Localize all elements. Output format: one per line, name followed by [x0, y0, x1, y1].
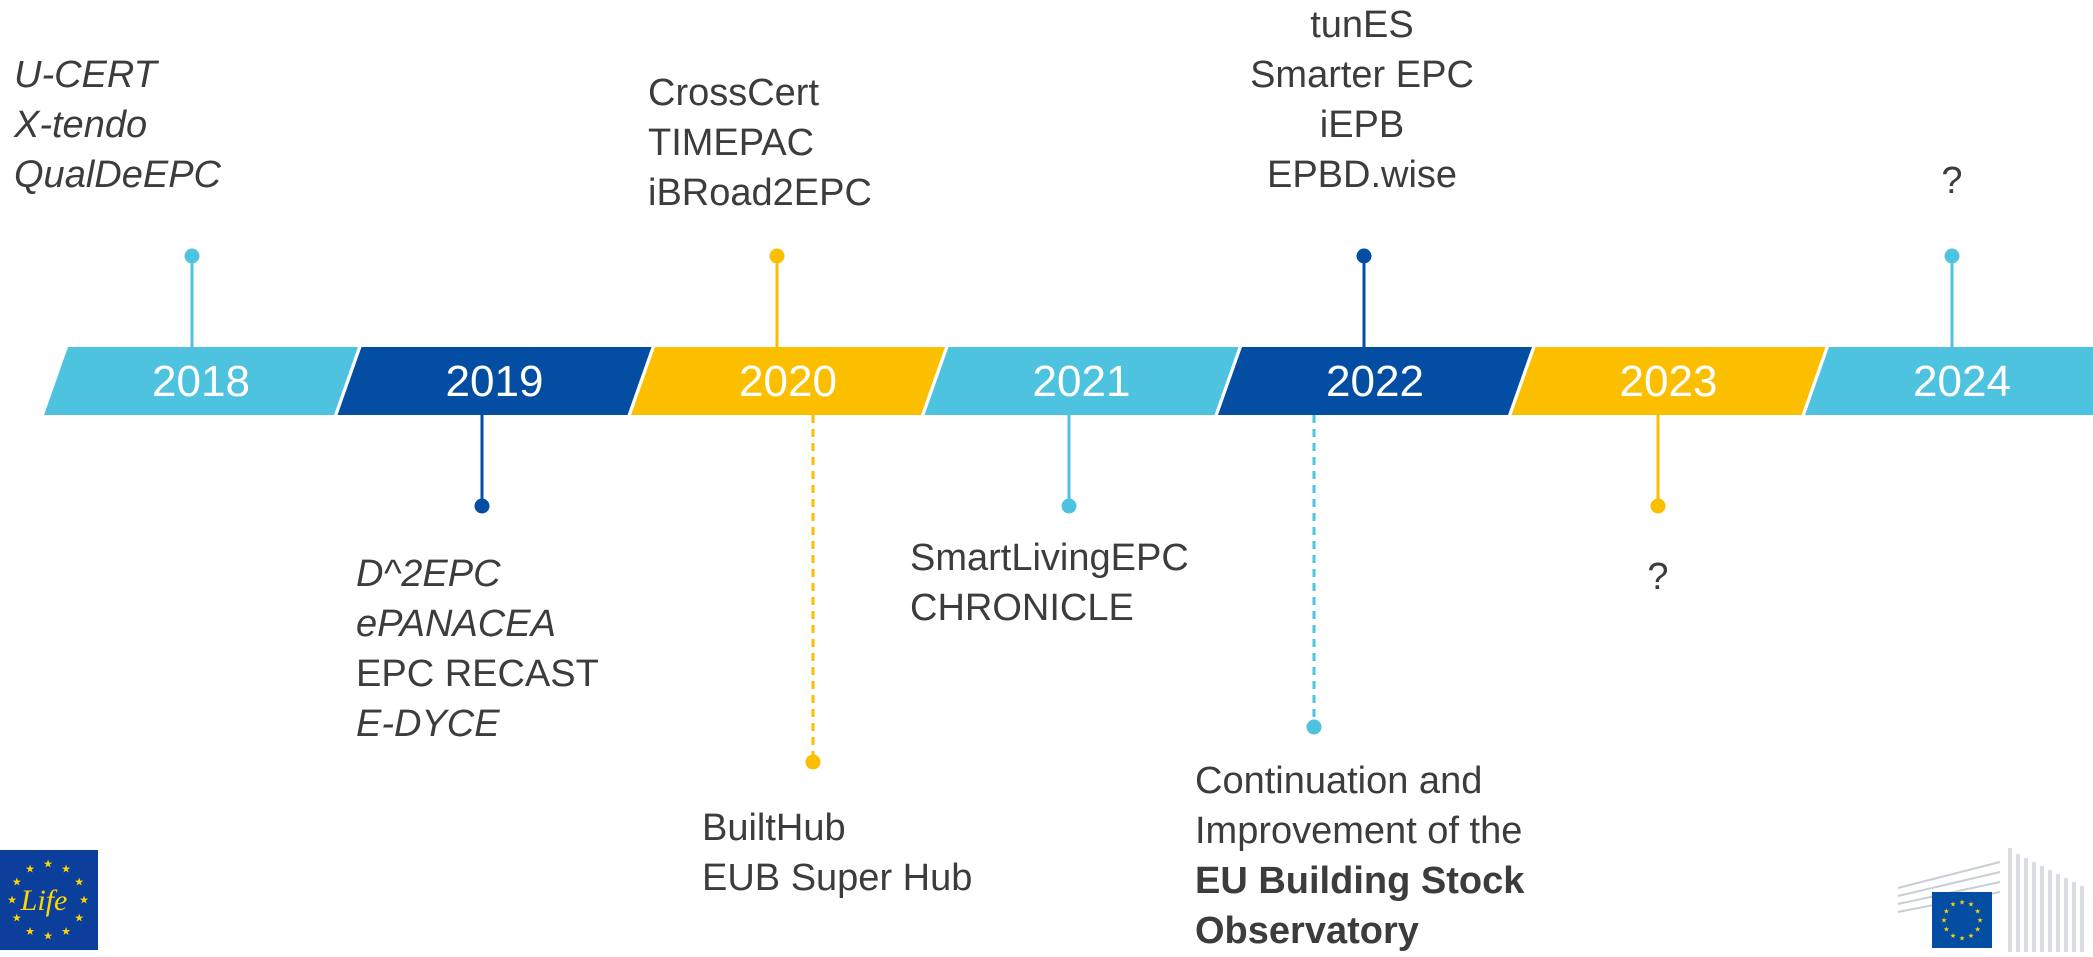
project-chronicle: CHRONICLE	[910, 587, 1134, 629]
year-band-2022	[1218, 347, 1532, 415]
svg-text:★: ★	[79, 894, 89, 907]
year-label-2022: 2022	[1326, 357, 1424, 406]
svg-text:★: ★	[74, 876, 84, 889]
svg-text:★: ★	[74, 912, 84, 925]
project-qualdeepc: QualDeEPC	[14, 154, 221, 196]
svg-text:★: ★	[43, 858, 53, 871]
year-band-2023	[1511, 347, 1826, 415]
project-smartlivingepc: SmartLivingEPC	[910, 537, 1189, 579]
connector-dot-2020-bottom	[805, 754, 821, 770]
year-band-2018	[44, 347, 358, 415]
observatory-line-1: Continuation and	[1195, 760, 1483, 802]
svg-text:★: ★	[1941, 916, 1947, 924]
european-commission-logo-icon: ★★★★★★★★★★★★	[1888, 848, 2093, 952]
project-timepac: TIMEPAC	[648, 122, 815, 164]
projects-2022-bottom: Continuation and Improvement of the EU B…	[1195, 756, 1524, 956]
connector-dot-2022-top	[1356, 248, 1372, 264]
year-label-2021: 2021	[1033, 357, 1131, 406]
svg-text:★: ★	[1943, 907, 1949, 915]
svg-text:★: ★	[43, 930, 53, 943]
svg-text:★: ★	[1977, 916, 1983, 924]
project-epbd-wise: EPBD.wise	[1266, 154, 1458, 196]
project-e-dyce: E-DYCE	[356, 703, 500, 745]
project-smarter-epc: Smarter EPC	[1250, 54, 1474, 96]
year-labels: 2018 2019 2020 2021 2022 2023 2024	[152, 357, 2011, 406]
svg-text:★: ★	[61, 862, 71, 875]
svg-text:★: ★	[7, 894, 17, 907]
project-iepb: iEPB	[1319, 104, 1405, 146]
year-label-2024: 2024	[1913, 357, 2011, 406]
connector-dot-2021	[1061, 498, 1077, 514]
projects-2018: U-CERT X-tendo QualDeEPC	[14, 50, 221, 200]
connectors	[184, 248, 1960, 770]
project-epc-recast: EPC RECAST	[356, 653, 599, 695]
year-label-2019: 2019	[446, 357, 544, 406]
svg-text:★: ★	[1950, 932, 1956, 940]
svg-text:★: ★	[1950, 901, 1956, 909]
svg-text:★: ★	[1959, 934, 1965, 942]
observatory-line-4: Observatory	[1195, 910, 1419, 952]
svg-text:★: ★	[1974, 907, 1980, 915]
projects-2023: ?	[1618, 552, 1698, 602]
project-crosscert: CrossCert	[648, 72, 820, 114]
project-d2epc: D^2EPC	[356, 553, 501, 595]
connector-dot-2018	[184, 248, 200, 264]
svg-text:★: ★	[25, 925, 35, 938]
projects-2019: D^2EPC ePANACEA EPC RECAST E-DYCE	[356, 549, 599, 749]
project-eub-super-hub: EUB Super Hub	[702, 857, 973, 899]
connector-dot-2019	[474, 498, 490, 514]
year-band-2019	[337, 347, 652, 415]
projects-2022-top: tunES Smarter EPC iEPB EPBD.wise	[1222, 0, 1502, 200]
svg-text:★: ★	[1968, 932, 1974, 940]
year-band-2024	[1805, 347, 2093, 415]
svg-text:Life: Life	[20, 884, 68, 917]
year-band-2021	[924, 347, 1239, 415]
svg-text:★: ★	[61, 925, 71, 938]
project-2024-unknown: ?	[1941, 160, 1963, 202]
year-label-2020: 2020	[739, 357, 837, 406]
svg-text:★: ★	[12, 912, 22, 925]
connector-dot-2020-top	[769, 248, 785, 264]
project-2023-unknown: ?	[1647, 556, 1669, 598]
svg-text:★: ★	[25, 862, 35, 875]
svg-text:★: ★	[12, 876, 22, 889]
projects-2020-top: CrossCert TIMEPAC iBRoad2EPC	[648, 68, 872, 218]
projects-2024: ?	[1912, 156, 1992, 206]
observatory-line-2: Improvement of the	[1195, 810, 1523, 852]
year-bands	[44, 347, 2093, 415]
observatory-line-3: EU Building Stock	[1195, 860, 1525, 902]
year-label-2018: 2018	[152, 357, 250, 406]
projects-2020-bottom: BuiltHub EUB Super Hub	[702, 803, 972, 903]
projects-2021: SmartLivingEPC CHRONICLE	[910, 533, 1189, 633]
year-label-2023: 2023	[1620, 357, 1718, 406]
project-tunes: tunES	[1310, 4, 1414, 46]
project-x-tendo: X-tendo	[14, 104, 148, 146]
project-u-cert: U-CERT	[14, 54, 157, 96]
year-band-2020	[631, 347, 945, 415]
svg-text:★: ★	[1968, 901, 1974, 909]
project-epanacea: ePANACEA	[356, 603, 556, 645]
connector-dot-2024	[1944, 248, 1960, 264]
svg-text:★: ★	[1959, 898, 1965, 906]
eu-life-logo-icon: ★★★★★★★★★★★★ Life	[0, 850, 98, 950]
connector-dot-2022-bottom	[1306, 719, 1322, 735]
svg-text:★: ★	[1943, 925, 1949, 933]
project-builthub: BuiltHub	[702, 807, 846, 849]
svg-text:★: ★	[1974, 925, 1980, 933]
connector-dot-2023	[1650, 498, 1666, 514]
project-ibroad2epc: iBRoad2EPC	[648, 172, 872, 214]
